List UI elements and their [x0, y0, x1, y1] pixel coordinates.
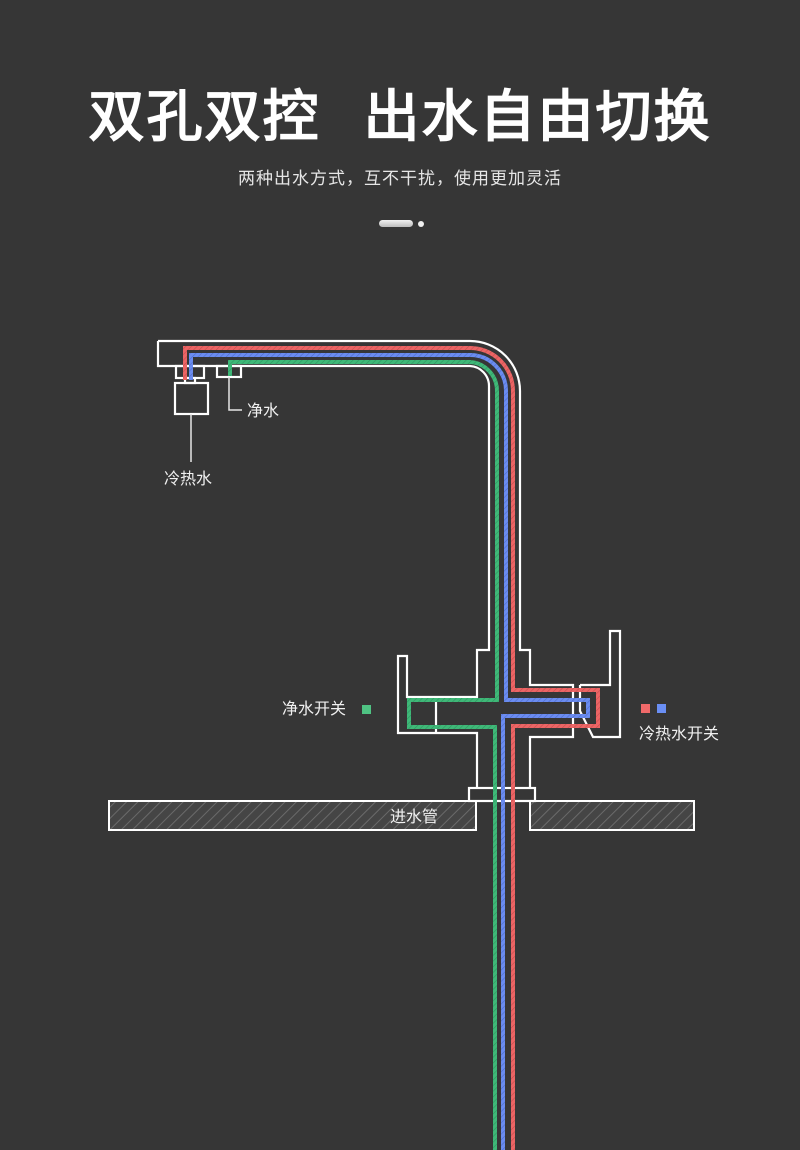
countertop-right — [529, 800, 695, 831]
hot-cold-outlet-label: 冷热水 — [164, 469, 212, 488]
countertop-left — [108, 800, 477, 831]
pure-switch-label: 净水开关 — [282, 699, 346, 718]
pager-active-bar — [379, 220, 413, 227]
cold-water-line — [189, 353, 590, 1150]
faucet-outline — [156, 339, 622, 803]
pure-outlet-leader — [228, 377, 242, 411]
body-right — [528, 711, 575, 788]
cold-water-legend-swatch — [657, 704, 666, 713]
hot-cold-switch-label: 冷热水开关 — [639, 724, 719, 743]
inlet-pipe-label: 进水管 — [390, 807, 438, 826]
hot-water-legend-swatch — [641, 704, 650, 713]
spout-outer — [158, 339, 575, 711]
pager-dot — [418, 221, 424, 227]
water-lines — [183, 346, 600, 1150]
pure-outlet-label: 净水 — [247, 401, 279, 420]
leader-lines — [190, 377, 242, 462]
spout-inner — [156, 341, 491, 788]
pure-water-line — [228, 360, 500, 1150]
hot-cold-aerator — [173, 381, 210, 416]
countertop — [108, 800, 695, 831]
hot-water-line — [183, 346, 600, 1150]
pure-water-legend-swatch — [362, 705, 371, 714]
page-title: 双孔双控 出水自由切换 — [88, 85, 712, 150]
page-subtitle: 两种出水方式，互不干扰，使用更加灵活 — [238, 169, 562, 189]
